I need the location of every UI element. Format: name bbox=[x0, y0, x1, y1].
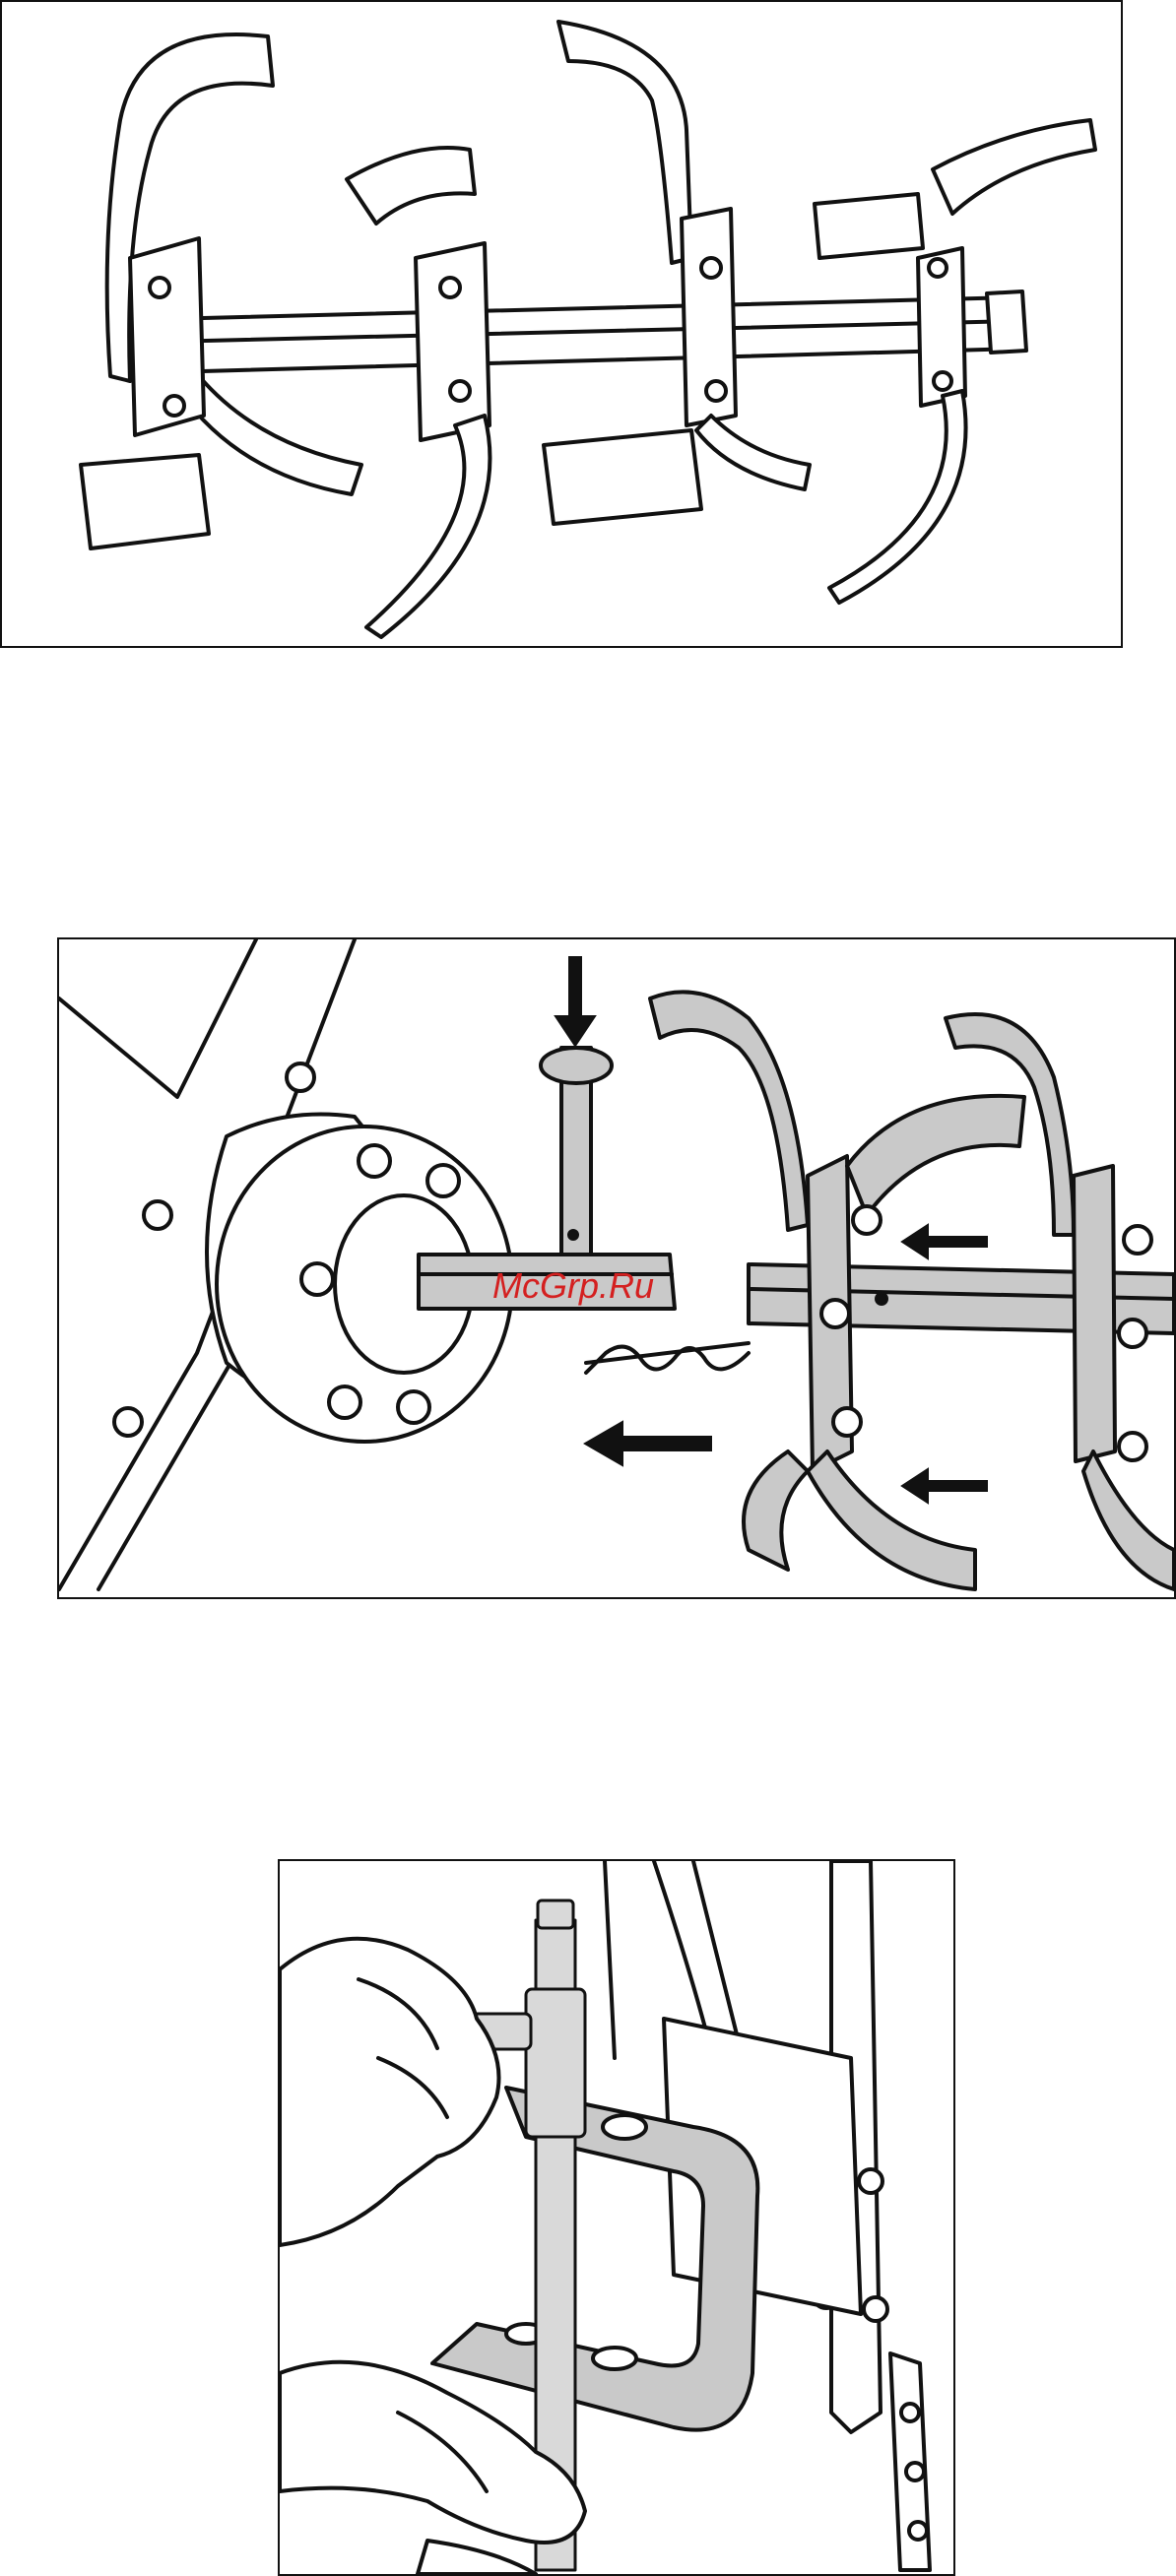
hand-upper bbox=[280, 1939, 499, 2245]
shaft-end bbox=[987, 291, 1026, 353]
arrow-left-icon bbox=[902, 1469, 987, 1503]
bracket bbox=[432, 2088, 757, 2430]
figure-tiller-tines bbox=[0, 0, 1123, 648]
hex-shaft bbox=[164, 297, 1020, 372]
tine-flange-b bbox=[1074, 1166, 1115, 1461]
rod-cap bbox=[538, 1900, 573, 1928]
arrow-left-icon bbox=[902, 1225, 987, 1258]
tine-right-upper bbox=[933, 120, 1095, 214]
tine-upper-mid bbox=[847, 1096, 1024, 1215]
tine-2-lower bbox=[366, 416, 490, 637]
pin-head bbox=[541, 1048, 612, 1083]
figure-depth-bar-bracket bbox=[278, 1859, 955, 2576]
tiller-tines-drawing bbox=[2, 2, 1121, 646]
tine-left-lower-blade bbox=[81, 455, 209, 548]
figure-tine-mounting: McGrp.Ru bbox=[57, 937, 1176, 1599]
tine-2-upper bbox=[347, 148, 475, 224]
tine-lower-mid bbox=[808, 1451, 975, 1589]
tine-right-lower bbox=[829, 391, 966, 603]
arrow-left-icon bbox=[585, 1422, 711, 1465]
watermark: McGrp.Ru bbox=[492, 1265, 654, 1306]
rod-sleeve bbox=[526, 1989, 585, 2137]
flange-2 bbox=[416, 243, 490, 440]
depth-bar-drawing bbox=[280, 1861, 953, 2574]
tine-left-sweep bbox=[179, 376, 361, 494]
tine-upper-left bbox=[650, 992, 808, 1230]
tine-mounting-drawing: McGrp.Ru bbox=[59, 939, 1174, 1597]
arrow-down-icon bbox=[555, 957, 595, 1046]
tine-3-sweep bbox=[696, 416, 810, 489]
tine-lower-a bbox=[744, 1451, 808, 1570]
tine-right-blade bbox=[815, 194, 923, 258]
tine-lower-b bbox=[1083, 1451, 1174, 1589]
tine-3-lower-blade bbox=[544, 430, 701, 524]
tine-3-upper bbox=[558, 22, 691, 263]
